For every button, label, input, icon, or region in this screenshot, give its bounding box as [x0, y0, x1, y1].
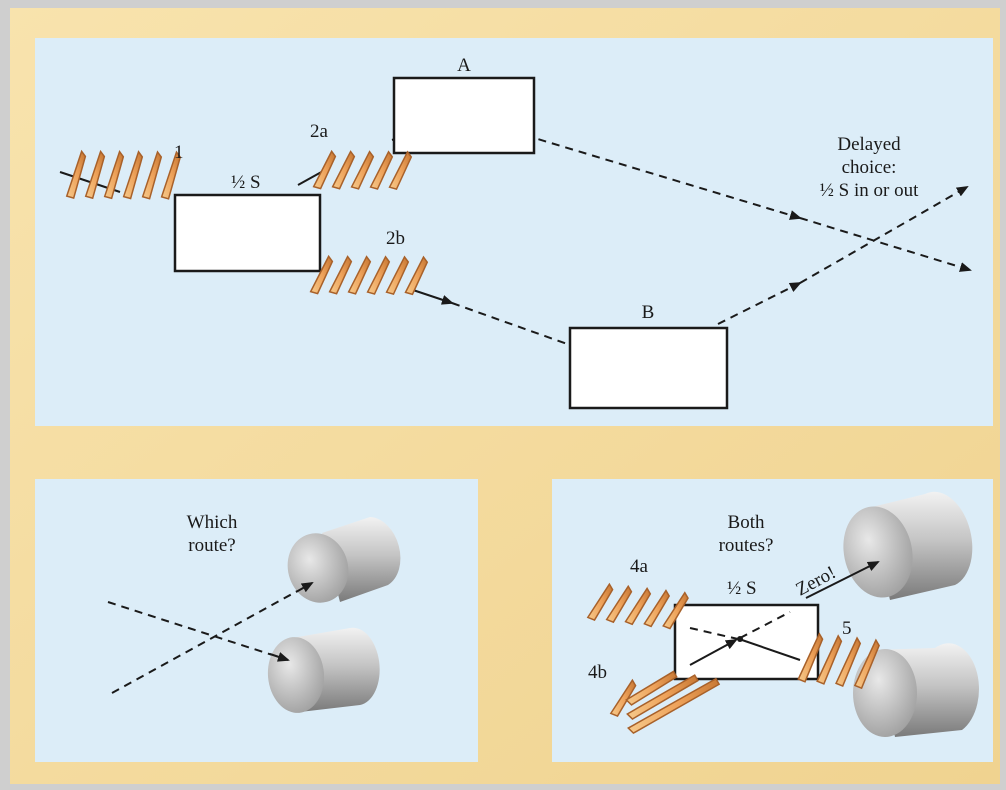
box-b-label: B [642, 302, 655, 323]
filter-1-label: 1 [174, 142, 184, 163]
filter-4b-label: 4b [588, 662, 607, 683]
both-routes-line-2: routes? [719, 535, 774, 556]
box-a-label: A [457, 55, 471, 76]
box-b [568, 326, 729, 410]
both-routes-line-1: Both [728, 512, 765, 533]
filter-2a [312, 149, 413, 191]
arrow-into-upper-detector [295, 582, 314, 593]
filter-4a [586, 582, 689, 630]
which-route-line-2: route? [188, 535, 235, 556]
delayed-choice-line-2: choice: [842, 157, 897, 178]
filter-5 [797, 632, 880, 690]
beam-paths-bottom-right [689, 561, 880, 666]
splitter-label: ½ S [231, 172, 261, 193]
which-route-line-1: Which [187, 512, 238, 533]
arrow-into-lower-detector [269, 652, 290, 662]
filter-4b [609, 670, 721, 735]
filter-2b-label: 2b [386, 228, 405, 249]
delayed-choice-line-1: Delayed [837, 134, 901, 155]
bottom-left-panel [35, 479, 478, 762]
detector-lower-right [853, 643, 979, 737]
splitter-dot-right [737, 636, 743, 642]
filter-2b [309, 254, 429, 296]
beam-paths-bottom-left [107, 582, 314, 694]
half-silvered-splitter-box [173, 193, 322, 273]
filter-5-label: 5 [842, 618, 852, 639]
detector-upper-right [843, 491, 973, 600]
delayed-choice-line-3: ½ S in or out [820, 180, 919, 201]
splitter-label-right: ½ S [727, 578, 757, 599]
filter-4a-label: 4a [630, 556, 649, 577]
filter-2a-label: 2a [310, 121, 329, 142]
filter-1 [65, 149, 182, 200]
box-a [392, 76, 536, 155]
